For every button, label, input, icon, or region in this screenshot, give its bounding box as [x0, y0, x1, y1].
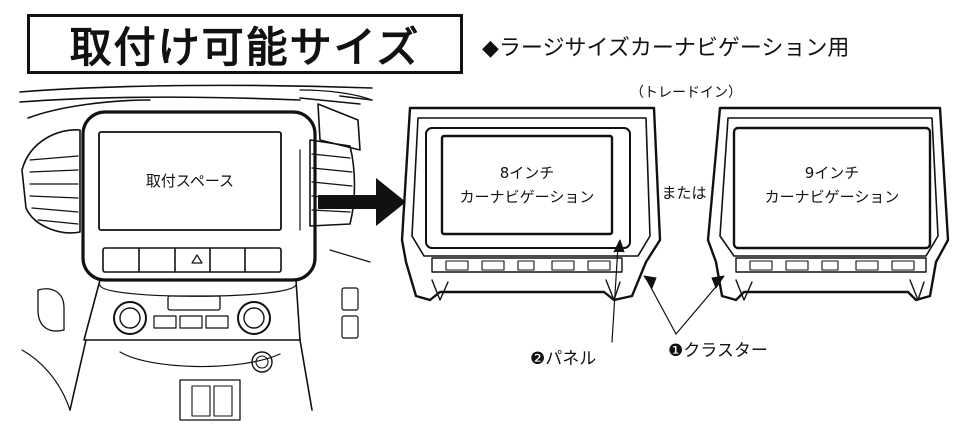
callout-leaders — [611, 239, 725, 343]
page-title: 取付け可能サイズ — [69, 22, 421, 72]
screen-space-label: 取付スペース — [146, 172, 234, 190]
cluster-callout-label: ❶クラスター — [668, 341, 768, 361]
subtitle: ◆ラージサイズカーナビゲーション用 — [482, 36, 850, 61]
or-connector-label: または — [661, 184, 706, 202]
panel-1-type-label: カーナビゲーション — [460, 188, 595, 206]
arrow-icon — [318, 178, 406, 226]
panel-2-size-label: 9インチ — [805, 164, 860, 182]
trade-in-note: （トレードイン） — [630, 85, 742, 101]
panel-9inch-illustration — [706, 106, 950, 302]
panel-8inch-illustration — [400, 106, 662, 302]
panel-1-size-label: 8インチ — [500, 164, 555, 182]
hazard-icon — [191, 254, 203, 264]
dashboard-illustration — [19, 84, 373, 421]
panel-callout-label: ❷パネル — [530, 349, 596, 369]
panel-2-type-label: カーナビゲーション — [765, 188, 900, 206]
title-box: 取付け可能サイズ — [27, 14, 463, 74]
